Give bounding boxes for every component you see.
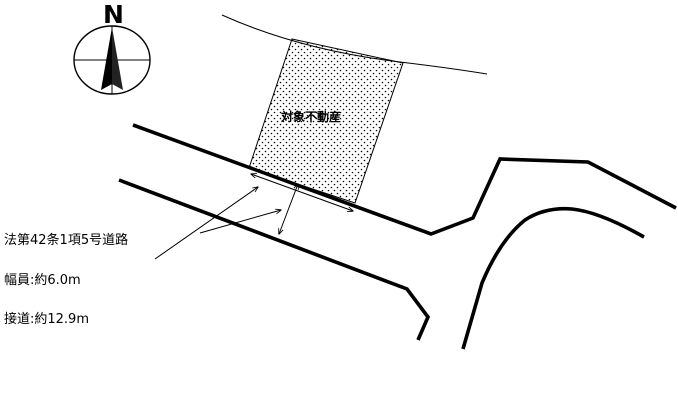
road-edge-curve [461,206,645,350]
road-edge-lower [118,178,431,341]
road-edge-upper [132,123,677,236]
north-label: N [103,0,124,29]
road-label-leader-2 [199,210,281,234]
frontage-dimension-arrow [251,174,353,211]
road-label-leader-1 [154,187,258,260]
road-type-label: 法第42条1項5号道路 [4,233,129,248]
width-dimension-arrow [279,184,298,234]
subject-property-parcel [248,38,404,204]
compass-needle-light [112,27,123,90]
north-arrow-icon [73,25,151,95]
road-width-label: 幅員:約6.0m [4,273,81,288]
compass-needle-dark [101,27,112,90]
frontage-label: 接道:約12.9m [4,312,89,327]
subject-property-label: 対象不動産 [281,110,342,124]
